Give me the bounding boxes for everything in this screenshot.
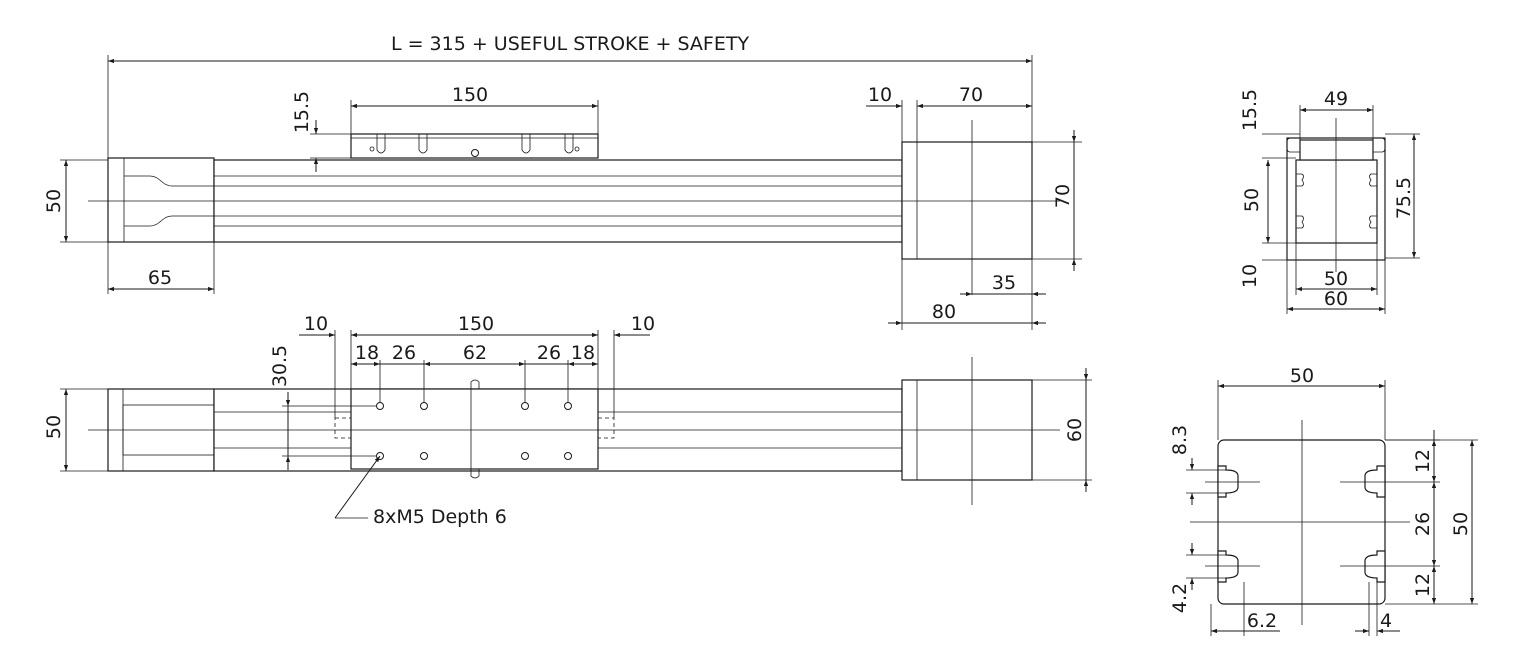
end-view: 49 15.5 50 10 75.5 50 60 [1239,88,1420,314]
section-dim-pitch-bottom: 12 [1412,573,1434,597]
end-dim-inner-width: 50 [1324,268,1348,290]
end-dim-outer-width: 60 [1324,288,1348,310]
side-dim-profile-height: 50 [43,189,65,213]
top-dim-seg1: 18 [355,342,379,364]
side-dim-end-gap: 10 [868,84,892,106]
section-dim-height: 50 [1450,512,1472,536]
section-dim-slot-top: 8.3 [1169,425,1191,455]
end-dim-bottom-offset: 10 [1239,264,1261,288]
side-dim-carriage-length: 150 [452,84,488,106]
end-carriage [1299,139,1374,161]
side-motor-block [901,141,1033,260]
section-dim-slot-opening: 4 [1380,610,1392,632]
side-view: 150 15.5 10 70 50 70 65 [43,84,1082,330]
top-carriage [350,388,599,470]
top-dim-seg2: 26 [392,342,416,364]
section-dim-slot-width: 4.2 [1169,583,1191,613]
profile-section: 50 8.3 4.2 12 26 12 50 6.2 [1169,365,1478,636]
top-view: 10 150 10 18 26 62 26 18 30.5 50 [43,313,1092,528]
top-dim-seg5: 18 [571,342,595,364]
top-dim-seg4: 26 [537,342,561,364]
side-dim-carriage-height: 15.5 [291,91,313,133]
side-dim-motor-length: 80 [932,301,956,323]
overall-length-label: L = 315 + USEFUL STROKE + SAFETY [391,33,750,55]
top-dim-hole-spacing: 30.5 [269,345,291,387]
top-dim-seg3: 62 [463,342,487,364]
side-dim-end-cap-length: 65 [148,267,172,289]
carriage-bolt-icons [369,134,580,157]
side-end-cap [107,157,215,243]
m5-hole-icons [376,402,572,460]
section-dim-slot-depth: 6.2 [1247,610,1277,632]
top-dim-right-gap: 10 [631,313,655,335]
top-dim-left-gap: 10 [304,313,328,335]
top-dim-profile-width: 50 [43,415,65,439]
end-dim-carriage-width: 49 [1324,88,1348,110]
side-dim-shaft-offset: 35 [992,272,1016,294]
section-dim-width: 50 [1290,365,1314,387]
end-dim-carriage-height: 15.5 [1239,89,1261,131]
section-dim-pitch-top: 12 [1412,449,1434,473]
end-dim-profile-height: 50 [1241,188,1263,212]
top-dim-carriage-length: 150 [458,313,494,335]
top-callout-m5: 8xM5 Depth 6 [373,506,507,528]
side-dim-motor-block: 70 [959,84,983,106]
end-dim-total-height: 75.5 [1393,177,1415,219]
section-dim-pitch-mid: 26 [1412,512,1434,536]
overall-length-dimension: L = 315 + USEFUL STROKE + SAFETY [107,33,1033,160]
top-dim-motor-width: 60 [1064,418,1086,442]
side-dim-motor-height: 70 [1052,184,1074,208]
